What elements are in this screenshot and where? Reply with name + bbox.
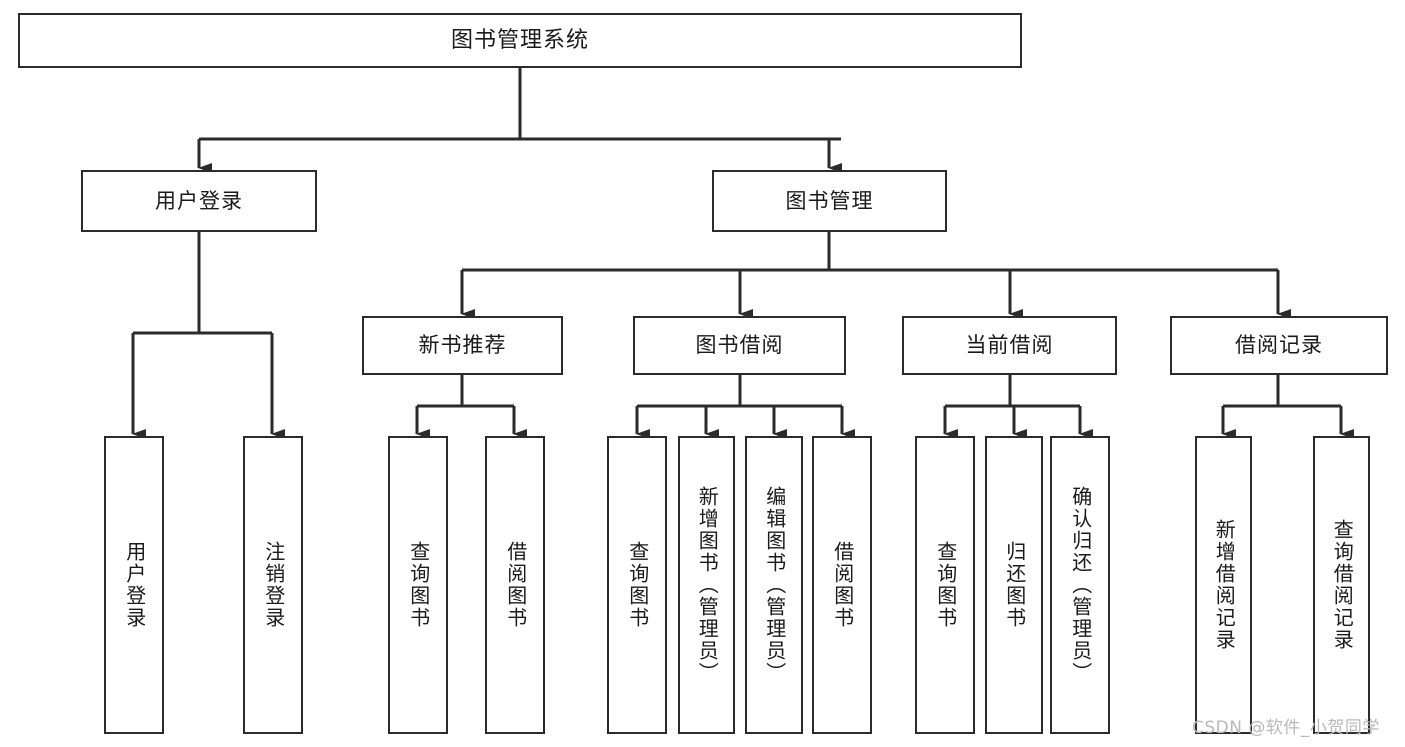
node-label: 当前借阅 <box>965 333 1054 358</box>
node-label: 图书管理系统 <box>450 27 589 53</box>
leaf-recommend-borrow-book[interactable]: 借阅图书 <box>485 436 545 734</box>
node-label: 用户登录 <box>122 541 147 629</box>
csdn-watermark: CSDN @软件_小贺同学 <box>1192 718 1380 738</box>
leaf-borrow-query-book[interactable]: 查询图书 <box>607 436 667 734</box>
node-label: 确认归还（管理员） <box>1068 486 1093 684</box>
leaf-borrow-edit-book-admin[interactable]: 编辑图书（管理员） <box>745 436 803 734</box>
node-label: 查询图书 <box>933 541 958 629</box>
node-book-borrow[interactable]: 图书借阅 <box>633 316 846 375</box>
node-label: 查询图书 <box>625 541 650 629</box>
node-label: 图书管理 <box>785 188 874 213</box>
leaf-recommend-query-book[interactable]: 查询图书 <box>388 436 448 734</box>
node-label: 图书借阅 <box>695 333 784 358</box>
leaf-borrow-borrow-book[interactable]: 借阅图书 <box>812 436 872 734</box>
leaf-user-login-login[interactable]: 用户登录 <box>104 436 164 734</box>
node-label: 借阅记录 <box>1235 333 1323 358</box>
leaf-record-query-record[interactable]: 查询借阅记录 <box>1313 436 1370 734</box>
node-label: 注销登录 <box>261 541 286 629</box>
node-label: 查询借阅记录 <box>1330 519 1355 651</box>
node-label: 编辑图书（管理员） <box>762 486 787 684</box>
leaf-current-query-book[interactable]: 查询图书 <box>915 436 975 734</box>
node-borrow-record[interactable]: 借阅记录 <box>1170 316 1388 375</box>
node-label: 新增借阅记录 <box>1212 519 1237 651</box>
node-label: 借阅图书 <box>503 541 528 629</box>
leaf-user-login-logout[interactable]: 注销登录 <box>243 436 303 734</box>
node-label: 借阅图书 <box>830 541 855 629</box>
node-user-login[interactable]: 用户登录 <box>81 170 317 232</box>
leaf-borrow-add-book-admin[interactable]: 新增图书（管理员） <box>678 436 735 734</box>
node-label: 用户登录 <box>155 188 243 213</box>
node-label: 查询图书 <box>406 541 431 629</box>
node-label: 新书推荐 <box>418 333 507 358</box>
node-book-management[interactable]: 图书管理 <box>712 170 947 232</box>
leaf-record-add-record[interactable]: 新增借阅记录 <box>1195 436 1252 734</box>
node-label: 归还图书 <box>1002 541 1027 629</box>
node-root-book-management-system[interactable]: 图书管理系统 <box>18 13 1022 68</box>
node-new-book-recommend[interactable]: 新书推荐 <box>362 316 563 375</box>
node-current-borrow[interactable]: 当前借阅 <box>902 316 1117 375</box>
leaf-current-confirm-return-admin[interactable]: 确认归还（管理员） <box>1050 436 1110 734</box>
node-label: 新增图书（管理员） <box>695 486 720 684</box>
leaf-current-return-book[interactable]: 归还图书 <box>985 436 1043 734</box>
